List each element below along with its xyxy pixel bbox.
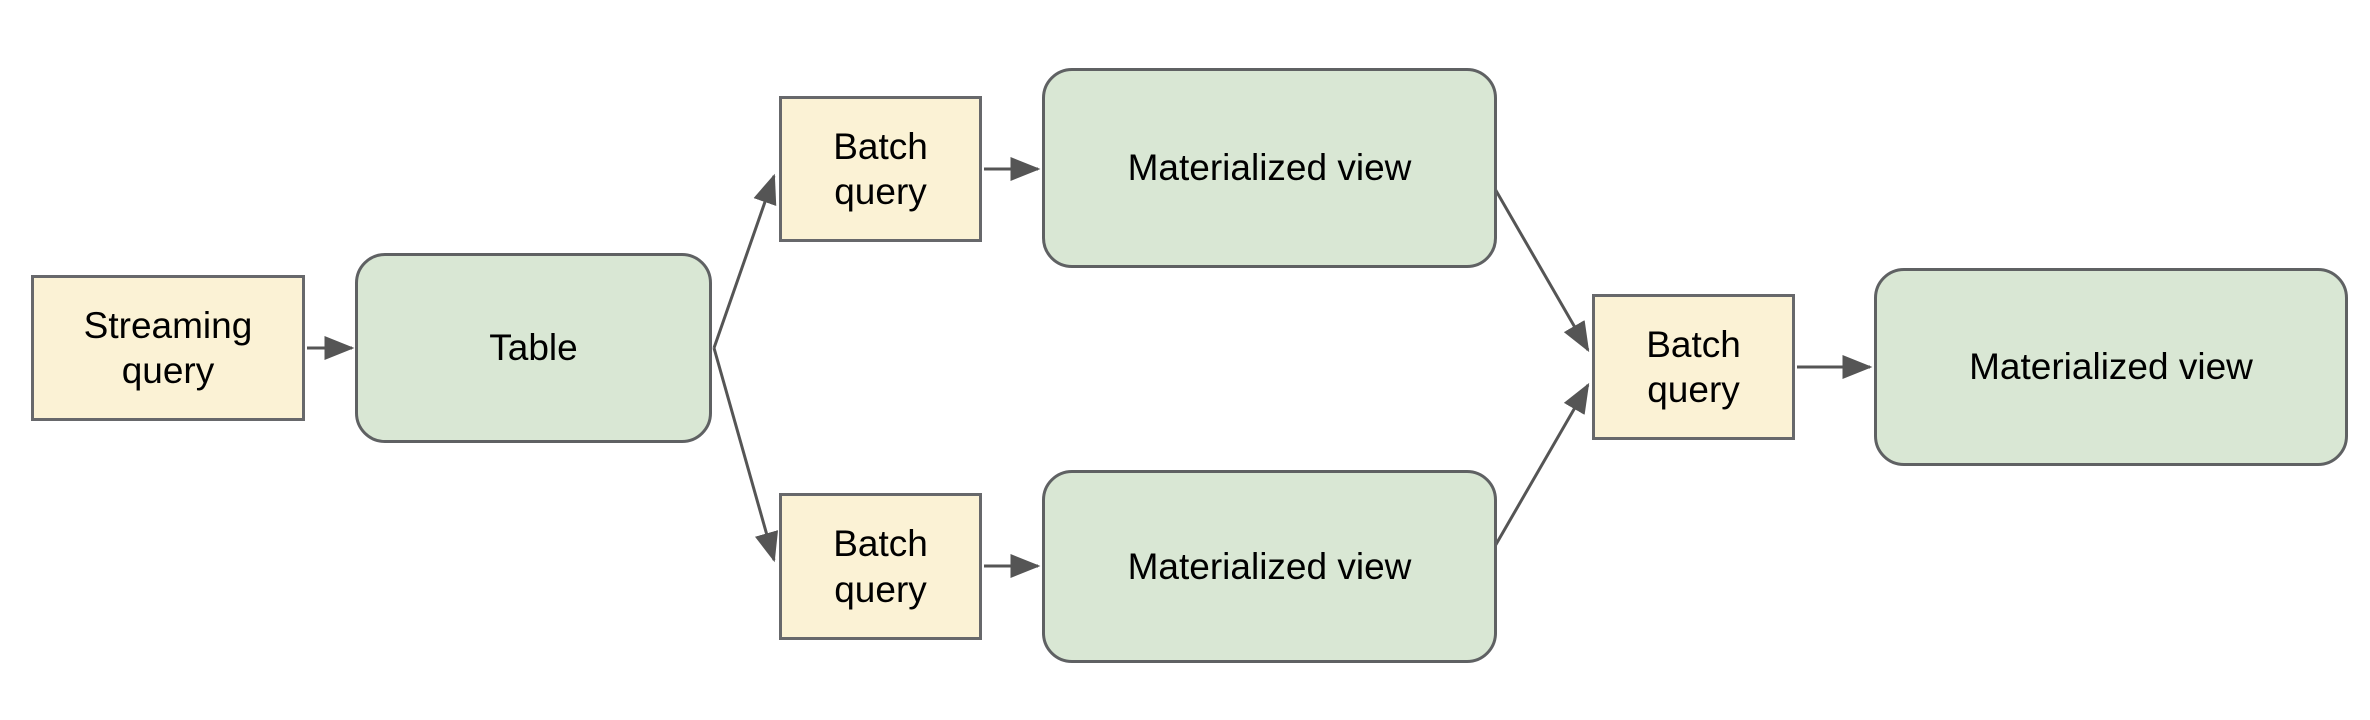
node-batch-query-bottom-label: Batch query (833, 523, 928, 610)
edge-mv-top-to-batch-merge (1485, 174, 1590, 353)
edge-mv-bottom-to-batch-merge (1485, 382, 1590, 561)
edge-table-to-batch-top (712, 173, 777, 349)
node-batch-query-top[interactable]: Batch query (779, 96, 982, 242)
node-table[interactable]: Table (355, 253, 712, 443)
node-batch-query-top-label: Batch query (833, 125, 928, 212)
node-streaming-query-label: Streaming query (83, 304, 253, 391)
node-materialized-view-top-label: Materialized view (1127, 147, 1412, 189)
node-batch-query-bottom[interactable]: Batch query (779, 493, 982, 640)
edge-table-to-batch-bottom (712, 347, 779, 563)
node-materialized-view-bottom-label: Materialized view (1127, 545, 1412, 587)
node-table-label: Table (489, 327, 578, 369)
node-materialized-view-final-label: Materialized view (1969, 346, 2253, 388)
node-streaming-query[interactable]: Streaming query (31, 275, 305, 421)
node-materialized-view-bottom[interactable]: Materialized view (1042, 470, 1497, 663)
node-batch-query-merge[interactable]: Batch query (1592, 294, 1795, 440)
node-materialized-view-top[interactable]: Materialized view (1042, 68, 1497, 268)
node-materialized-view-final[interactable]: Materialized view (1874, 268, 2348, 466)
node-batch-query-merge-label: Batch query (1646, 323, 1741, 410)
